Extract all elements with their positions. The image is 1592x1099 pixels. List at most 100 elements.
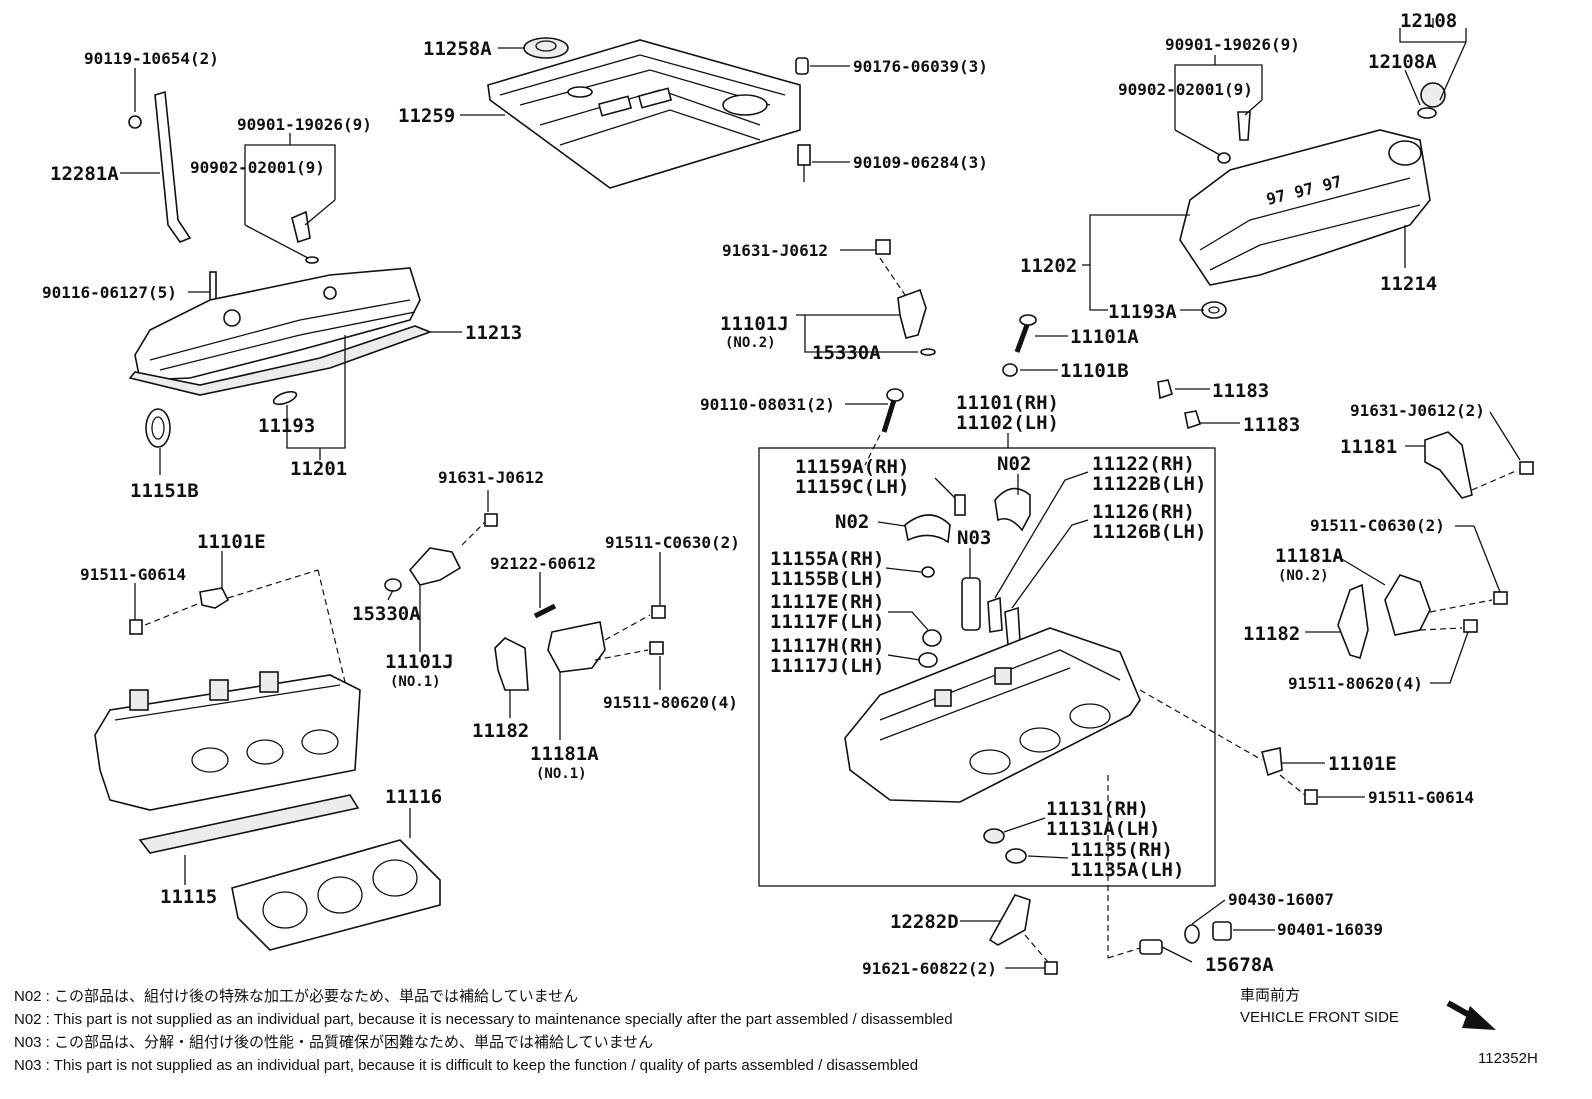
label-11214: 11214 xyxy=(1380,273,1437,295)
label-11183-b: 11183 xyxy=(1243,414,1300,436)
label-11101A: 11101A xyxy=(1070,326,1139,348)
label-11101J-no2: 11101J xyxy=(720,313,789,335)
label-11131A: 11131A(LH) xyxy=(1046,818,1160,840)
label-90430: 90430-16007 xyxy=(1228,890,1334,909)
stud-92122 xyxy=(533,603,557,619)
label-91631-mid: 91631-J0612 xyxy=(438,468,544,487)
part-labels: 11258A 11259 90176-06039(3) 90109-06284(… xyxy=(42,10,1485,978)
label-90901-left: 90901-19026(9) xyxy=(237,115,372,134)
label-91511-80620-mid: 91511-80620(4) xyxy=(603,693,738,712)
plug-11117 xyxy=(918,629,942,668)
bolt-91511-g0614-left xyxy=(129,619,143,635)
label-11259: 11259 xyxy=(398,105,455,127)
label-90901-right: 90901-19026(9) xyxy=(1165,35,1300,54)
leader-lines xyxy=(120,18,1521,969)
label-11101J-no2-sub: (NO.2) xyxy=(725,335,776,351)
label-12282D: 12282D xyxy=(890,911,959,933)
label-11159A: 11159A(RH) xyxy=(795,456,909,478)
bracket-11181 xyxy=(1424,431,1473,499)
gasket-11193 xyxy=(272,390,298,406)
bolt-11159 xyxy=(954,494,966,516)
label-15330A-center: 15330A xyxy=(812,342,881,364)
bolt-91511-c0630-mid xyxy=(651,605,666,619)
label-11155B: 11155B(LH) xyxy=(770,568,884,590)
plug-90401 xyxy=(1212,921,1232,941)
left-cylinder-head xyxy=(94,671,361,811)
label-91621: 91621-60822(2) xyxy=(862,959,997,978)
label-15678A: 15678A xyxy=(1205,954,1274,976)
footnotes: N02 : この部品は、組付け後の特殊な加工が必要なため、単品では補給していませ… xyxy=(14,985,953,1077)
label-11181A-no2-sub: (NO.2) xyxy=(1278,568,1329,584)
sensor-11101E-left xyxy=(199,587,230,609)
label-12108A: 12108A xyxy=(1368,51,1437,73)
bolt-91511-c0630-right xyxy=(1493,591,1508,605)
label-11201: 11201 xyxy=(290,458,347,480)
label-91631-center: 91631-J0612 xyxy=(722,241,828,260)
note-n02-en: N02 : This part is not supplied as an in… xyxy=(14,1011,953,1028)
bolt-91511-80620-mid xyxy=(649,641,664,655)
label-11101E-right: 11101E xyxy=(1328,753,1397,775)
bolt-91631-right xyxy=(1519,461,1534,475)
label-11117H: 11117H(RH) xyxy=(770,635,884,657)
label-15330A-mid: 15330A xyxy=(352,603,421,625)
bracket-12282D xyxy=(988,894,1031,946)
dashed-lines xyxy=(144,257,1519,963)
engine-cover-drawing xyxy=(487,39,801,189)
label-n02-a: N02 xyxy=(997,453,1031,475)
label-n03: N03 xyxy=(957,527,991,549)
label-91511-g0614-left: 91511-G0614 xyxy=(80,565,186,584)
gasket-90430 xyxy=(1184,924,1200,944)
label-90116: 90116-06127(5) xyxy=(42,283,177,302)
gasket-11116 xyxy=(231,839,441,951)
label-91511-c0630-mid: 91511-C0630(2) xyxy=(605,533,740,552)
bolt-91511-80620-right xyxy=(1463,619,1478,633)
label-11116: 11116 xyxy=(385,786,442,808)
vehicle-front-en: VEHICLE FRONT SIDE xyxy=(1240,1009,1399,1026)
oil-cap-12108 xyxy=(1417,82,1446,119)
gasket-11193A xyxy=(1201,301,1227,319)
label-12108: 12108 xyxy=(1400,10,1457,32)
plug-11131-11135 xyxy=(983,828,1027,864)
emblem-11258A xyxy=(523,37,569,59)
vehicle-front-arrow-icon xyxy=(1446,1000,1496,1030)
label-11202: 11202 xyxy=(1020,255,1077,277)
label-11181A-no1: 11181A xyxy=(530,743,599,765)
assembly-box xyxy=(758,447,1216,887)
guide-11122-11126 xyxy=(987,596,1021,647)
label-11101E-left: 11101E xyxy=(197,531,266,553)
label-11131: 11131(RH) xyxy=(1046,798,1149,820)
label-11101B: 11101B xyxy=(1060,360,1129,382)
seal-11151B xyxy=(145,408,171,448)
label-12281A: 12281A xyxy=(50,163,119,185)
label-11159C: 11159C(LH) xyxy=(795,476,909,498)
label-11117F: 11117F(LH) xyxy=(770,611,884,633)
label-11135A: 11135A(LH) xyxy=(1070,859,1184,881)
label-11181: 11181 xyxy=(1340,436,1397,458)
left-cylinder-head-cover xyxy=(128,267,433,396)
label-11183-a: 11183 xyxy=(1212,380,1269,402)
bolt-90109 xyxy=(797,144,811,182)
label-90119: 90119-10654(2) xyxy=(84,49,219,68)
vehicle-front-jp: 車両前方 xyxy=(1240,987,1301,1004)
guide-n03 xyxy=(961,577,981,631)
diagram-code: 112352H xyxy=(1478,1050,1538,1067)
label-11151B: 11151B xyxy=(130,480,199,502)
label-91511-c0630-right: 91511-C0630(2) xyxy=(1310,516,1445,535)
gasket-11115 xyxy=(138,794,360,854)
note-n03-jp: N03 : この部品は、分解・組付け後の性能・品質確保が困難なため、単品では補給… xyxy=(14,1034,654,1051)
bracket-11181A-no1 xyxy=(547,621,606,673)
label-11182-right: 11182 xyxy=(1243,623,1300,645)
label-11193A: 11193A xyxy=(1108,301,1177,323)
label-91631-right: 91631-J0612(2) xyxy=(1350,401,1485,420)
label-11101RH: 11101(RH) xyxy=(956,392,1059,414)
bolt-11101A xyxy=(1014,314,1037,353)
label-11102LH: 11102(LH) xyxy=(956,412,1059,434)
label-11122B: 11122B(LH) xyxy=(1092,473,1206,495)
label-11213: 11213 xyxy=(465,322,522,344)
bracket-12281A xyxy=(128,90,192,243)
bolt-90176 xyxy=(795,57,809,75)
label-92122: 92122-60612 xyxy=(490,554,596,573)
plug-11183 xyxy=(1157,379,1201,430)
label-11135: 11135(RH) xyxy=(1070,839,1173,861)
